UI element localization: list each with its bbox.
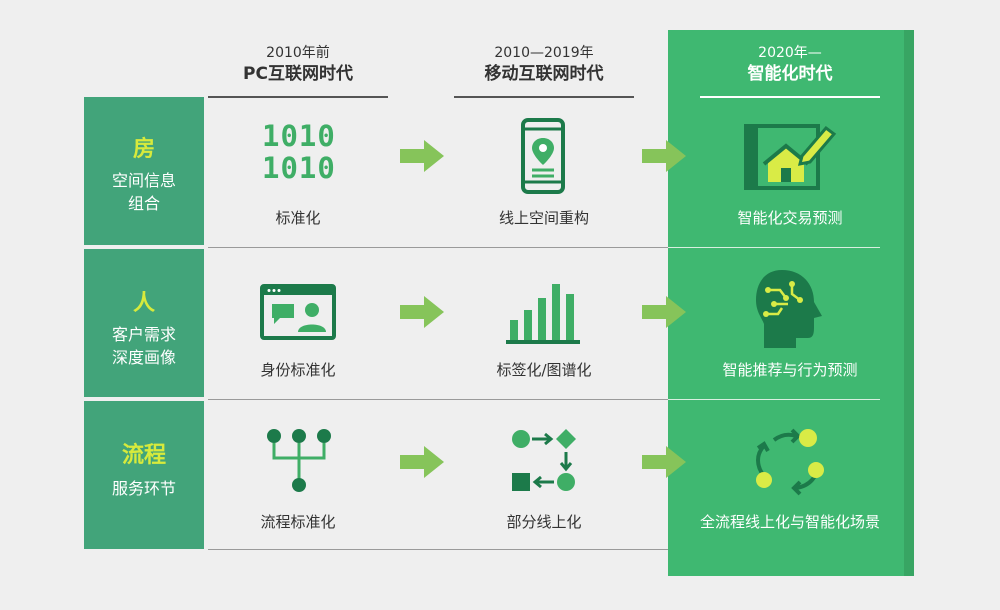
bar-chart-icon — [506, 284, 580, 344]
column-header-mobile: 2010—2019年 移动互联网时代 — [454, 44, 634, 86]
header-underline — [208, 96, 388, 98]
arrow-right-icon — [400, 140, 444, 172]
column-era: 智能化时代 — [747, 64, 833, 84]
row-subtitle-line: 服务环节 — [111, 479, 176, 498]
arrow-right-icon — [642, 140, 686, 172]
cycle-arrows-icon — [756, 428, 824, 496]
smartphone-location-icon — [521, 118, 565, 194]
row-label-process: 流程 服务环节 — [84, 401, 204, 549]
blueprint-house-icon — [744, 124, 837, 190]
header-underline — [454, 96, 634, 98]
column-years: 2010年前 — [266, 45, 330, 61]
cell-label: 身份标准化 — [260, 361, 336, 379]
row-label-people: 人 客户需求 深度画像 — [84, 249, 204, 397]
arrow-right-icon — [642, 296, 686, 328]
cell-label: 流程标准化 — [260, 513, 336, 531]
row-divider — [208, 399, 668, 400]
video-profile-window-icon — [260, 284, 336, 340]
cell-label: 标准化 — [275, 209, 321, 227]
cell-label: 智能化交易预测 — [737, 209, 843, 227]
ai-head-icon — [756, 270, 822, 348]
binary-code-icon: 1010 1010 — [262, 120, 336, 184]
row-title: 房 — [132, 137, 155, 162]
row-subtitle-line: 组合 — [127, 194, 160, 213]
arrow-right-icon — [400, 446, 444, 478]
cell-label: 标签化/图谱化 — [496, 361, 592, 379]
row-subtitle-line: 深度画像 — [111, 348, 176, 367]
smart-era-panel-edge — [904, 30, 914, 576]
column-era: PC互联网时代 — [243, 64, 353, 84]
cell-label: 智能推荐与行为预测 — [722, 361, 858, 379]
cell-label: 线上空间重构 — [498, 209, 589, 227]
arrow-right-icon — [642, 446, 686, 478]
column-header-pc: 2010年前 PC互联网时代 — [208, 44, 388, 86]
cell-label: 部分线上化 — [506, 513, 582, 531]
binary-line: 1010 — [262, 119, 336, 153]
row-divider — [208, 247, 668, 248]
arrow-right-icon — [400, 296, 444, 328]
row-subtitle-line: 空间信息 — [111, 171, 176, 190]
process-shapes-icon — [512, 429, 576, 491]
header-underline — [700, 96, 880, 98]
cell-label: 全流程线上化与智能化场景 — [699, 513, 880, 531]
column-years: 2010—2019年 — [494, 45, 594, 61]
row-divider — [208, 549, 668, 550]
flow-tree-icon — [267, 429, 331, 492]
row-title: 流程 — [121, 443, 166, 468]
column-header-smart: 2020年— 智能化时代 — [700, 44, 880, 86]
row-label-house: 房 空间信息 组合 — [84, 97, 204, 245]
column-era: 移动互联网时代 — [484, 64, 604, 84]
row-subtitle-line: 客户需求 — [111, 325, 176, 344]
row-title: 人 — [132, 291, 155, 316]
row-divider — [668, 247, 880, 248]
column-years: 2020年— — [758, 45, 822, 61]
row-divider — [668, 399, 880, 400]
binary-line: 1010 — [262, 151, 336, 185]
